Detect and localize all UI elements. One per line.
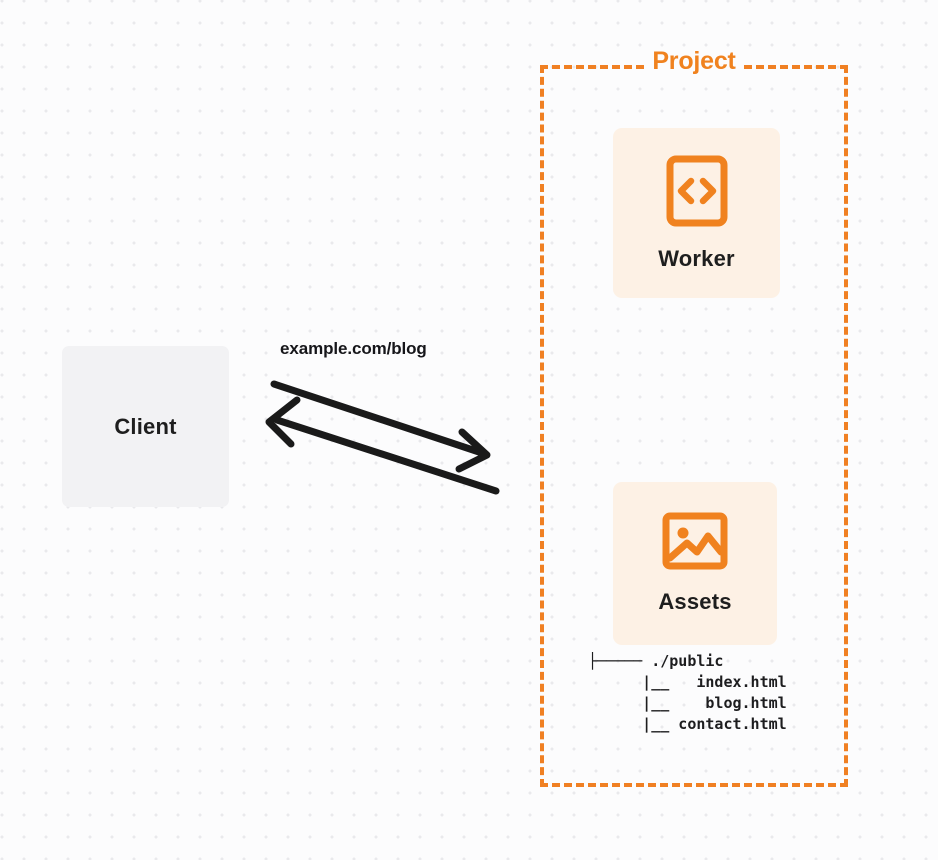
worker-label: Worker: [658, 245, 735, 271]
client-node[interactable]: Client: [62, 346, 229, 507]
project-container: Project Worker Assets: [540, 47, 848, 787]
assets-node[interactable]: Assets: [613, 482, 777, 645]
file-tree-line-blog: |__ blog.html: [588, 694, 787, 712]
code-brackets-icon: [666, 155, 728, 232]
request-url-label: example.com/blog: [280, 339, 427, 358]
request-arrow: [270, 380, 491, 473]
file-tree-line-contact: |__ contact.html: [588, 715, 787, 733]
response-arrow: [265, 396, 500, 495]
client-label: Client: [114, 413, 177, 439]
assets-label: Assets: [658, 589, 732, 614]
worker-node[interactable]: Worker: [613, 128, 780, 298]
project-title: Project: [646, 47, 742, 76]
image-icon: [662, 512, 728, 575]
assets-file-tree: ├───── ./public |__ index.html |__ blog.…: [588, 651, 787, 735]
file-tree-line-root: ├───── ./public: [588, 652, 724, 670]
file-tree-line-index: |__ index.html: [588, 673, 787, 691]
